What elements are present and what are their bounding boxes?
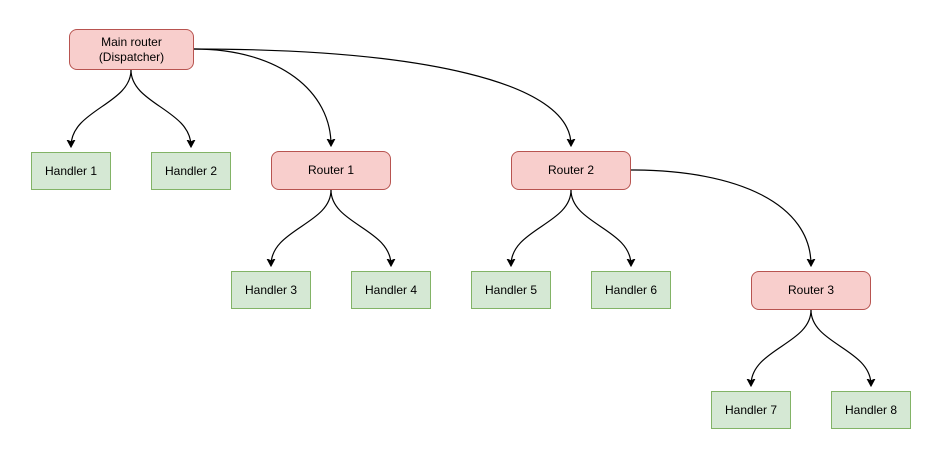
node-label-handler-8: Handler 8 [844,402,898,417]
edge-main-router-to-handler-1 [71,69,132,146]
node-label-handler-6: Handler 6 [604,282,658,297]
edge-router-3-to-handler-8 [810,309,871,385]
edge-main-router-to-router-1 [193,48,331,145]
node-router-3[interactable]: Router 3 [751,271,871,310]
edges-group [71,48,871,385]
node-handler-7[interactable]: Handler 7 [711,391,791,429]
node-handler-6[interactable]: Handler 6 [591,271,671,309]
edge-router-1-to-handler-3 [271,189,332,265]
edge-router-2-to-handler-5 [511,189,572,265]
node-router-1[interactable]: Router 1 [271,151,391,190]
edge-router-2-to-handler-6 [570,189,631,265]
node-handler-4[interactable]: Handler 4 [351,271,431,309]
node-handler-8[interactable]: Handler 8 [831,391,911,429]
edge-router-1-to-handler-4 [330,189,391,265]
node-label-router-2: Router 2 [547,163,595,177]
node-label-router-3: Router 3 [787,283,835,297]
node-router-2[interactable]: Router 2 [511,151,631,190]
node-handler-5[interactable]: Handler 5 [471,271,551,309]
node-label-handler-7: Handler 7 [724,402,778,417]
node-main-router[interactable]: Main router (Dispatcher) [69,29,194,70]
node-label-router-1: Router 1 [307,163,355,177]
node-handler-2[interactable]: Handler 2 [151,152,231,190]
node-label-handler-2: Handler 2 [164,163,218,178]
node-label-handler-3: Handler 3 [244,282,298,297]
node-label-handler-5: Handler 5 [484,282,538,297]
edge-router-2-to-router-3 [630,169,811,265]
node-label-handler-4: Handler 4 [364,282,418,297]
edge-router-3-to-handler-7 [751,309,812,385]
node-handler-3[interactable]: Handler 3 [231,271,311,309]
edge-main-router-to-handler-2 [130,69,191,146]
edge-main-router-to-router-2 [193,48,571,145]
node-label-main-router: Main router (Dispatcher) [98,34,165,64]
node-label-handler-1: Handler 1 [44,163,98,178]
node-handler-1[interactable]: Handler 1 [31,152,111,190]
